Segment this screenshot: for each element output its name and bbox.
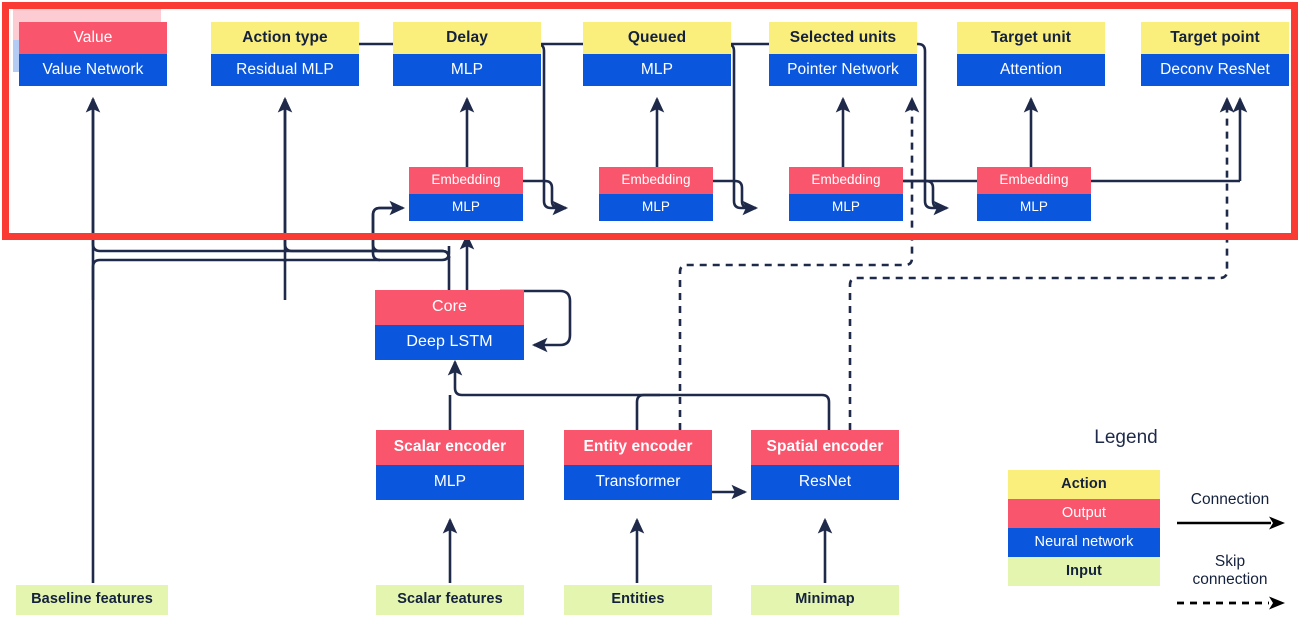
node-scalar-encoder-network: MLP xyxy=(376,465,524,500)
node-baseline-features[interactable]: Baseline features xyxy=(16,585,168,615)
node-spatial-encoder-label: Spatial encoder xyxy=(751,430,899,465)
node-core-network: Deep LSTM xyxy=(375,325,524,360)
node-action-type-network: Residual MLP xyxy=(211,54,359,86)
node-entity-encoder-network: Transformer xyxy=(564,465,712,500)
node-minimap-label: Minimap xyxy=(751,585,899,615)
node-embedding-delay-label: Embedding xyxy=(599,167,713,194)
node-scalar-encoder[interactable]: Scalar encoder MLP xyxy=(376,430,524,500)
legend-skip-label-line2: connection xyxy=(1192,570,1268,588)
node-embedding-action-type[interactable]: Embedding MLP xyxy=(409,167,523,221)
node-entity-encoder[interactable]: Entity encoder Transformer xyxy=(564,430,712,500)
node-entity-encoder-label: Entity encoder xyxy=(564,430,712,465)
node-core-label: Core xyxy=(375,290,524,325)
node-action-type[interactable]: Action type Residual MLP xyxy=(211,22,359,86)
node-queued[interactable]: Queued MLP xyxy=(583,22,731,86)
node-embedding-action-type-label: Embedding xyxy=(409,167,523,194)
node-entities-label: Entities xyxy=(564,585,712,615)
node-delay-network: MLP xyxy=(393,54,541,86)
node-scalar-features[interactable]: Scalar features xyxy=(376,585,524,615)
node-target-point[interactable]: Target point Deconv ResNet xyxy=(1141,22,1289,86)
node-embedding-queued-label: Embedding xyxy=(789,167,903,194)
node-minimap[interactable]: Minimap xyxy=(751,585,899,615)
node-value[interactable]: Value Value Network xyxy=(19,22,167,86)
node-embedding-selected-units[interactable]: Embedding MLP xyxy=(977,167,1091,221)
node-queued-label: Queued xyxy=(583,22,731,54)
node-scalar-encoder-label: Scalar encoder xyxy=(376,430,524,465)
legend-swatch-input: Input xyxy=(1008,557,1160,586)
legend-swatch-output: Output xyxy=(1008,499,1160,528)
node-delay[interactable]: Delay MLP xyxy=(393,22,541,86)
legend-skip-label: Skip connection xyxy=(1175,553,1285,589)
legend-swatch-action: Action xyxy=(1008,470,1160,499)
node-embedding-queued[interactable]: Embedding MLP xyxy=(789,167,903,221)
node-action-type-label: Action type xyxy=(211,22,359,54)
legend-skip-label-line1: Skip xyxy=(1214,553,1246,570)
node-scalar-features-label: Scalar features xyxy=(376,585,524,615)
node-embedding-selected-units-network: MLP xyxy=(977,194,1091,221)
legend-connection-arrow xyxy=(1177,516,1285,530)
node-embedding-queued-network: MLP xyxy=(789,194,903,221)
node-embedding-action-type-network: MLP xyxy=(409,194,523,221)
node-queued-network: MLP xyxy=(583,54,731,86)
node-spatial-encoder-network: ResNet xyxy=(751,465,899,500)
node-target-unit-network: Attention xyxy=(957,54,1105,86)
node-embedding-selected-units-label: Embedding xyxy=(977,167,1091,194)
legend: Legend Action Output Neural network Inpu… xyxy=(960,415,1290,629)
node-value-network: Value Network xyxy=(19,54,167,86)
node-spatial-encoder[interactable]: Spatial encoder ResNet xyxy=(751,430,899,500)
node-target-point-network: Deconv ResNet xyxy=(1141,54,1289,86)
node-embedding-delay[interactable]: Embedding MLP xyxy=(599,167,713,221)
node-target-point-label: Target point xyxy=(1141,22,1289,54)
node-selected-units-network: Pointer Network xyxy=(769,54,917,86)
node-baseline-features-label: Baseline features xyxy=(16,585,168,615)
node-embedding-delay-network: MLP xyxy=(599,194,713,221)
legend-title: Legend xyxy=(1094,427,1158,448)
legend-skip-arrow xyxy=(1177,596,1285,610)
node-delay-label: Delay xyxy=(393,22,541,54)
node-selected-units-label: Selected units xyxy=(769,22,917,54)
legend-swatches: Action Output Neural network Input xyxy=(1008,470,1160,586)
node-target-unit[interactable]: Target unit Attention xyxy=(957,22,1105,86)
node-value-label: Value xyxy=(19,22,167,54)
node-selected-units[interactable]: Selected units Pointer Network xyxy=(769,22,917,86)
node-core[interactable]: Core Deep LSTM xyxy=(375,290,524,360)
node-target-unit-label: Target unit xyxy=(957,22,1105,54)
node-entities[interactable]: Entities xyxy=(564,585,712,615)
legend-swatch-neural-network: Neural network xyxy=(1008,528,1160,557)
legend-connection-label: Connection xyxy=(1190,491,1270,508)
